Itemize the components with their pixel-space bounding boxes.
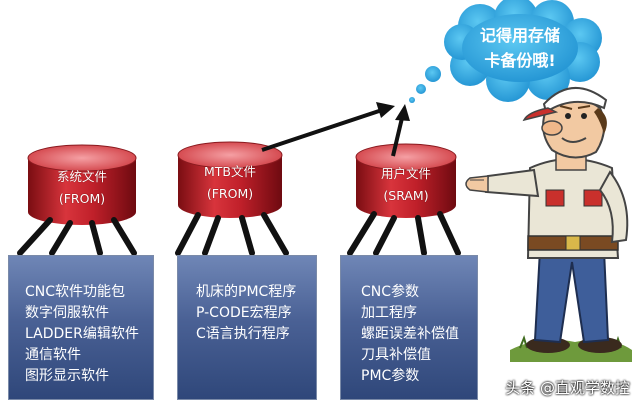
system-files-list: CNC软件功能包 数字伺服软件 LADDER编辑软件 通信软件 图形显示软件 (25, 282, 139, 387)
user-files-list: CNC参数 加工程序 螺距误差补偿值 刀具补偿值 PMC参数 (361, 282, 459, 387)
list-item: 刀具补偿值 (361, 347, 431, 363)
storage-name: 系统文件 (56, 169, 107, 184)
cloud-line-2: 卡备份哦! (484, 51, 556, 70)
watermark-text: 头条 @直观学数控 (505, 379, 630, 397)
user-files-box: CNC参数 加工程序 螺距误差补偿值 刀具补偿值 PMC参数 (340, 255, 478, 400)
storage-type: (FROM) (206, 186, 254, 201)
list-item: 机床的PMC程序 (196, 284, 297, 300)
list-item: 加工程序 (361, 305, 417, 321)
thought-cloud (409, 0, 602, 103)
list-item: PMC参数 (361, 368, 420, 384)
storage-name: 用户文件 (380, 166, 431, 181)
list-item: CNC参数 (361, 284, 420, 300)
storage-label-system: 系统文件 (FROM) (27, 166, 137, 210)
storage-cylinder-system (27, 144, 137, 225)
storage-cylinder-mtb (177, 141, 283, 218)
list-item: P-CODE宏程序 (196, 305, 292, 321)
storage-type: (FROM) (58, 191, 106, 206)
connector-lines (17, 211, 461, 256)
list-item: 图形显示软件 (25, 368, 109, 384)
mtb-files-box: 机床的PMC程序 P-CODE宏程序 C语言执行程序 (177, 255, 317, 400)
mechanic-illustration (465, 86, 632, 362)
list-item: CNC软件功能包 (25, 284, 126, 300)
storage-cylinder-user (355, 143, 457, 218)
storage-label-mtb: MTB文件 (FROM) (175, 161, 285, 205)
list-item: 通信软件 (25, 347, 81, 363)
cloud-line-1: 记得用存储 (479, 26, 560, 45)
storage-name: MTB文件 (204, 164, 256, 179)
cloud-message: 记得用存储 卡备份哦! (460, 23, 580, 73)
storage-label-user: 用户文件 (SRAM) (351, 163, 461, 207)
arrow-user-to-cloud (391, 104, 410, 157)
mtb-files-list: 机床的PMC程序 P-CODE宏程序 C语言执行程序 (196, 282, 296, 345)
list-item: 螺距误差补偿值 (361, 326, 459, 342)
arrow-mtb-to-cloud (261, 102, 395, 152)
storage-type: (SRAM) (383, 188, 429, 203)
list-item: C语言执行程序 (196, 326, 290, 342)
list-item: 数字伺服软件 (25, 305, 109, 321)
system-files-box: CNC软件功能包 数字伺服软件 LADDER编辑软件 通信软件 图形显示软件 (8, 255, 154, 400)
list-item: LADDER编辑软件 (25, 326, 139, 342)
